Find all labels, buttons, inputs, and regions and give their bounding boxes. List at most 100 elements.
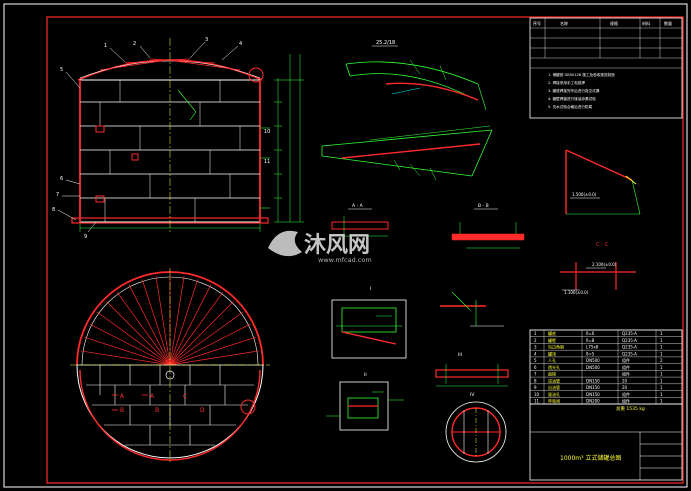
- bom-cell: 4: [534, 351, 537, 356]
- rafter-line: [128, 284, 171, 366]
- detail-title-1: I: [370, 286, 371, 292]
- bom-cell: 1: [660, 378, 663, 383]
- bom-cell: Q235-A: [622, 345, 637, 350]
- elevation-label-3: 1.100(±0.0): [564, 290, 589, 295]
- bom-cell: 人孔: [548, 357, 556, 363]
- rafter-line: [116, 291, 171, 366]
- detail-title-2: II: [364, 372, 367, 378]
- bom-cell: Q235-A: [622, 331, 637, 336]
- rafter-line: [89, 323, 171, 366]
- bom-cell: 5: [534, 358, 537, 363]
- plan-mark-c: C: [183, 393, 187, 400]
- watermark-logo: 沐风网 www.mfcad.com: [268, 230, 372, 264]
- bom-cell: DN500: [586, 365, 600, 370]
- bom-cell: 9: [534, 385, 537, 390]
- bom-cell: 组件: [622, 371, 630, 377]
- bom-cell: Q235-A: [622, 351, 637, 356]
- rafter-line: [155, 276, 171, 366]
- callout-3: 3: [205, 37, 208, 43]
- callout-2: 2: [133, 41, 136, 47]
- rafter-line: [169, 279, 199, 366]
- watermark-brand: 沐风网: [304, 233, 370, 258]
- rafter-detail: [321, 125, 493, 181]
- plan-mark-d: D: [200, 407, 205, 414]
- bom-cell: 组件: [622, 364, 630, 370]
- callout-8: 8: [52, 207, 55, 213]
- bom-cell: 透光孔: [548, 364, 560, 370]
- bom-cell: 3: [534, 345, 537, 350]
- bom-cell: 1: [660, 399, 663, 404]
- bom-cell: 进油管: [548, 377, 560, 383]
- spec-header-cell: 材料: [642, 20, 650, 26]
- roof-plate-detail: 25.2/18: [345, 40, 487, 111]
- detail-title-a: A - A: [352, 203, 364, 209]
- note-line: 2. 焊接采用手工电弧焊: [548, 80, 585, 85]
- bom-cell: 1: [660, 365, 663, 370]
- plan-mark-a1: A: [120, 393, 125, 400]
- callout-9: 9: [84, 234, 87, 240]
- bom-cell: 1: [660, 385, 663, 390]
- detail-title-c: C - C: [596, 242, 608, 248]
- detail-title-b: B - B: [478, 203, 489, 209]
- bom-cell: 8: [534, 378, 537, 383]
- nozzle-flange-detail: [440, 291, 504, 327]
- tank-elevation-view: 1 2 3 4 5 6 7 8 9 10 11: [52, 37, 304, 240]
- outer-border: [3, 3, 688, 488]
- callout-1: 1: [104, 43, 107, 49]
- bom-cell: DN150: [586, 392, 600, 397]
- rafter-line: [169, 291, 224, 366]
- bom-cell: 盘梯: [548, 371, 556, 377]
- note-line: 5. 充水试验合格后进行防腐: [548, 104, 593, 109]
- rafter-line: [81, 350, 171, 366]
- shell-bottom-detail: C - C 2.100(±0.0) 1.100(±0.0): [560, 242, 636, 295]
- callout-10: 10: [264, 129, 270, 135]
- detail-ii-view: II: [326, 372, 404, 431]
- bom-cell: 组件: [622, 357, 630, 363]
- bom-cell: δ=8: [586, 338, 595, 343]
- spec-header-cell: 序号: [533, 20, 541, 26]
- rafter-line: [106, 301, 171, 366]
- callout-4: 4: [239, 41, 242, 47]
- top-angle-detail: 1.500(±0.0): [565, 149, 641, 215]
- title-block: 序号名称规格材料数量 1. 储罐按 GB50128 施工及验收规范制造2. 焊接…: [529, 17, 683, 481]
- rafter-line: [169, 336, 256, 366]
- callout-7: 7: [56, 192, 59, 198]
- bom-cell: 罐底: [548, 330, 556, 336]
- rafter-line: [84, 336, 171, 366]
- callout-5: 5: [60, 67, 63, 73]
- bom-cell: DN500: [586, 358, 600, 363]
- bom-cell: L75x8: [586, 345, 599, 350]
- bom-cell: 包边角钢: [548, 344, 564, 350]
- watermark-url: www.mfcad.com: [318, 256, 372, 264]
- bom-cell: 1: [660, 338, 663, 343]
- bom-cell: 呼吸阀: [548, 398, 560, 404]
- bom-cell: 出油管: [548, 384, 560, 390]
- plan-mark-a2: A: [150, 393, 155, 400]
- detail-iii-view: III: [435, 352, 509, 387]
- bom-cell: 量油孔: [548, 391, 560, 397]
- rafter-line: [169, 311, 244, 366]
- plan-mark-b1: B: [120, 407, 124, 414]
- bom-cell: 11: [534, 399, 540, 404]
- bom-cell: 组件: [622, 398, 630, 404]
- bom-cell: 6: [534, 365, 537, 370]
- bom-cell: 20: [622, 378, 628, 383]
- bom-cell: 1: [660, 345, 663, 350]
- bom-cell: DN150: [586, 378, 600, 383]
- bom-cell: 1: [660, 331, 663, 336]
- note-line: 3. 罐底焊接完毕后进行真空试漏: [548, 88, 600, 93]
- spec-table-header: 序号名称规格材料数量: [533, 20, 672, 26]
- bom-cell: 罐顶: [548, 350, 556, 356]
- callout-11: 11: [264, 159, 270, 165]
- spec-header-cell: 数量: [664, 20, 672, 26]
- bom-cell: 7: [534, 372, 537, 377]
- elevation-label-2: 2.100(±0.0): [592, 262, 617, 267]
- rafter-line: [169, 350, 259, 366]
- rafter-line: [96, 311, 171, 366]
- rafter-line: [169, 323, 251, 366]
- rafter-line: [169, 284, 212, 366]
- rafter-line: [169, 276, 185, 366]
- plan-mark-b2: B: [155, 407, 159, 414]
